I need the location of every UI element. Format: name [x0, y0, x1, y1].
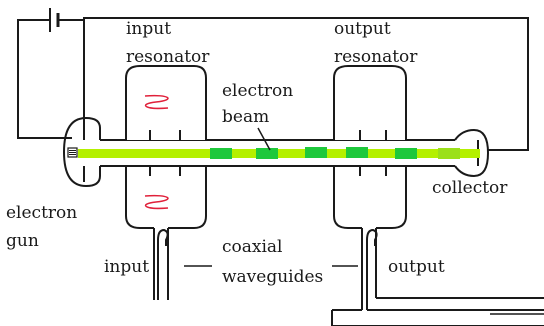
output-resonator-label-line2: resonator [334, 47, 418, 67]
electron-beam [78, 149, 480, 158]
electron-bunch [210, 148, 232, 159]
electron-bunch [256, 148, 278, 159]
input-resonator-label-line2: resonator [126, 47, 210, 67]
input-resonator-cavity [125, 65, 207, 140]
input-resonator [125, 65, 207, 229]
output-waveguide-run [331, 297, 544, 326]
supply-wire-top [58, 19, 85, 140]
coaxial-waveguides [153, 228, 544, 326]
coaxial-waveguides-label-line1: coaxial [222, 237, 283, 257]
output-resonator-cavity [333, 65, 407, 140]
input-resonator-cavity-lower [125, 166, 207, 229]
output-resonator-gap [359, 130, 387, 176]
output-label: output [388, 257, 445, 277]
dc-supply-circuit [17, 8, 529, 151]
coaxial-waveguides-label-line2: waveguides [222, 267, 323, 287]
electron-bunch [305, 147, 327, 158]
output-resonator-cavity-lower [333, 166, 407, 229]
input-resonator-gap [149, 130, 181, 176]
output-resonator-label-line1: output [334, 19, 391, 39]
electron-beam-label-line1: electron [222, 81, 293, 101]
rf-wave-upper-icon [144, 94, 169, 110]
rf-wave-lower-icon [144, 194, 169, 210]
electron-gun-label-line2: gun [6, 231, 39, 251]
electron-gun-housing [62, 116, 101, 188]
electron-beam-label-line2: beam [222, 107, 269, 127]
electron-bunch [395, 148, 417, 159]
output-coax-loop [366, 228, 378, 310]
rf-wave-icons [144, 94, 169, 210]
electron-gun [62, 116, 101, 188]
collector-wire [83, 17, 529, 151]
electron-bunch [438, 148, 460, 159]
input-coax-loop [157, 228, 169, 300]
output-resonator [333, 65, 407, 229]
electron-bunches [210, 147, 460, 159]
collector-label: collector [432, 178, 508, 198]
battery-wire-left [17, 19, 72, 139]
input-resonator-label-line1: input [126, 19, 171, 39]
electron-beam-pointer [257, 127, 271, 151]
electron-gun-label-line1: electron [6, 203, 77, 223]
input-label: input [104, 257, 149, 277]
electron-bunch [346, 147, 368, 158]
